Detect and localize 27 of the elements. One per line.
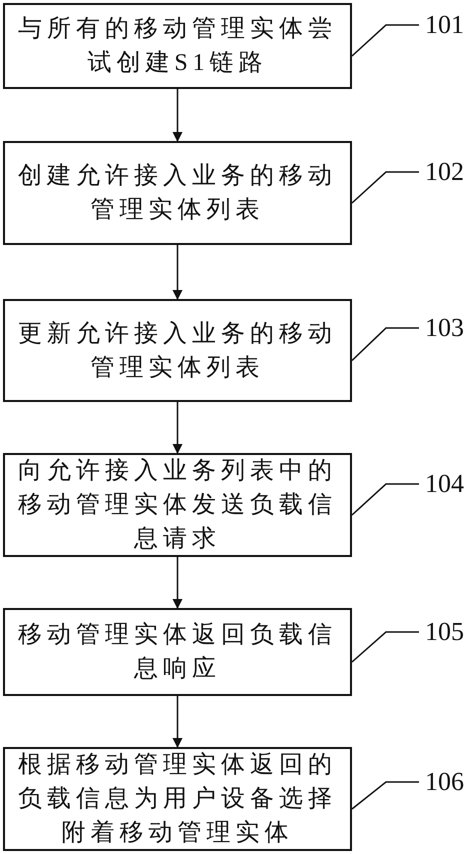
process-box: [3, 299, 352, 402]
process-box: [3, 141, 352, 245]
step-number: 105: [425, 617, 464, 647]
step-text: 与所有的移动管理实体尝试创建S1链路: [17, 14, 338, 78]
step-text: 创建允许接入业务的移动管理实体列表: [17, 162, 338, 225]
arrow: [172, 402, 182, 454]
step-number: 103: [425, 313, 464, 343]
step-text: 移动管理实体返回负载信息响应: [17, 620, 338, 684]
leader-line: [352, 171, 419, 204]
leader-line: [351, 327, 419, 362]
leader-line: [352, 781, 419, 810]
process-box: [3, 3, 352, 89]
arrow: [172, 557, 182, 609]
step-number: 106: [425, 767, 464, 797]
step-text: 向允许接入业务列表中的移动管理实体发送负载信息请求: [17, 457, 338, 554]
step-text: 根据移动管理实体返回的负载信息为用户设备选择附着移动管理实体: [17, 750, 338, 848]
process-box: [3, 608, 352, 696]
arrow: [172, 245, 182, 300]
step-text: 更新允许接入业务的移动管理实体列表: [17, 320, 338, 382]
leader-line: [352, 483, 419, 516]
step-number: 101: [425, 10, 464, 40]
step-number: 104: [425, 469, 464, 499]
leader-line: [352, 631, 419, 663]
arrow: [172, 696, 182, 748]
leader-line: [352, 24, 419, 57]
arrow: [172, 89, 182, 142]
step-number: 102: [425, 157, 464, 187]
